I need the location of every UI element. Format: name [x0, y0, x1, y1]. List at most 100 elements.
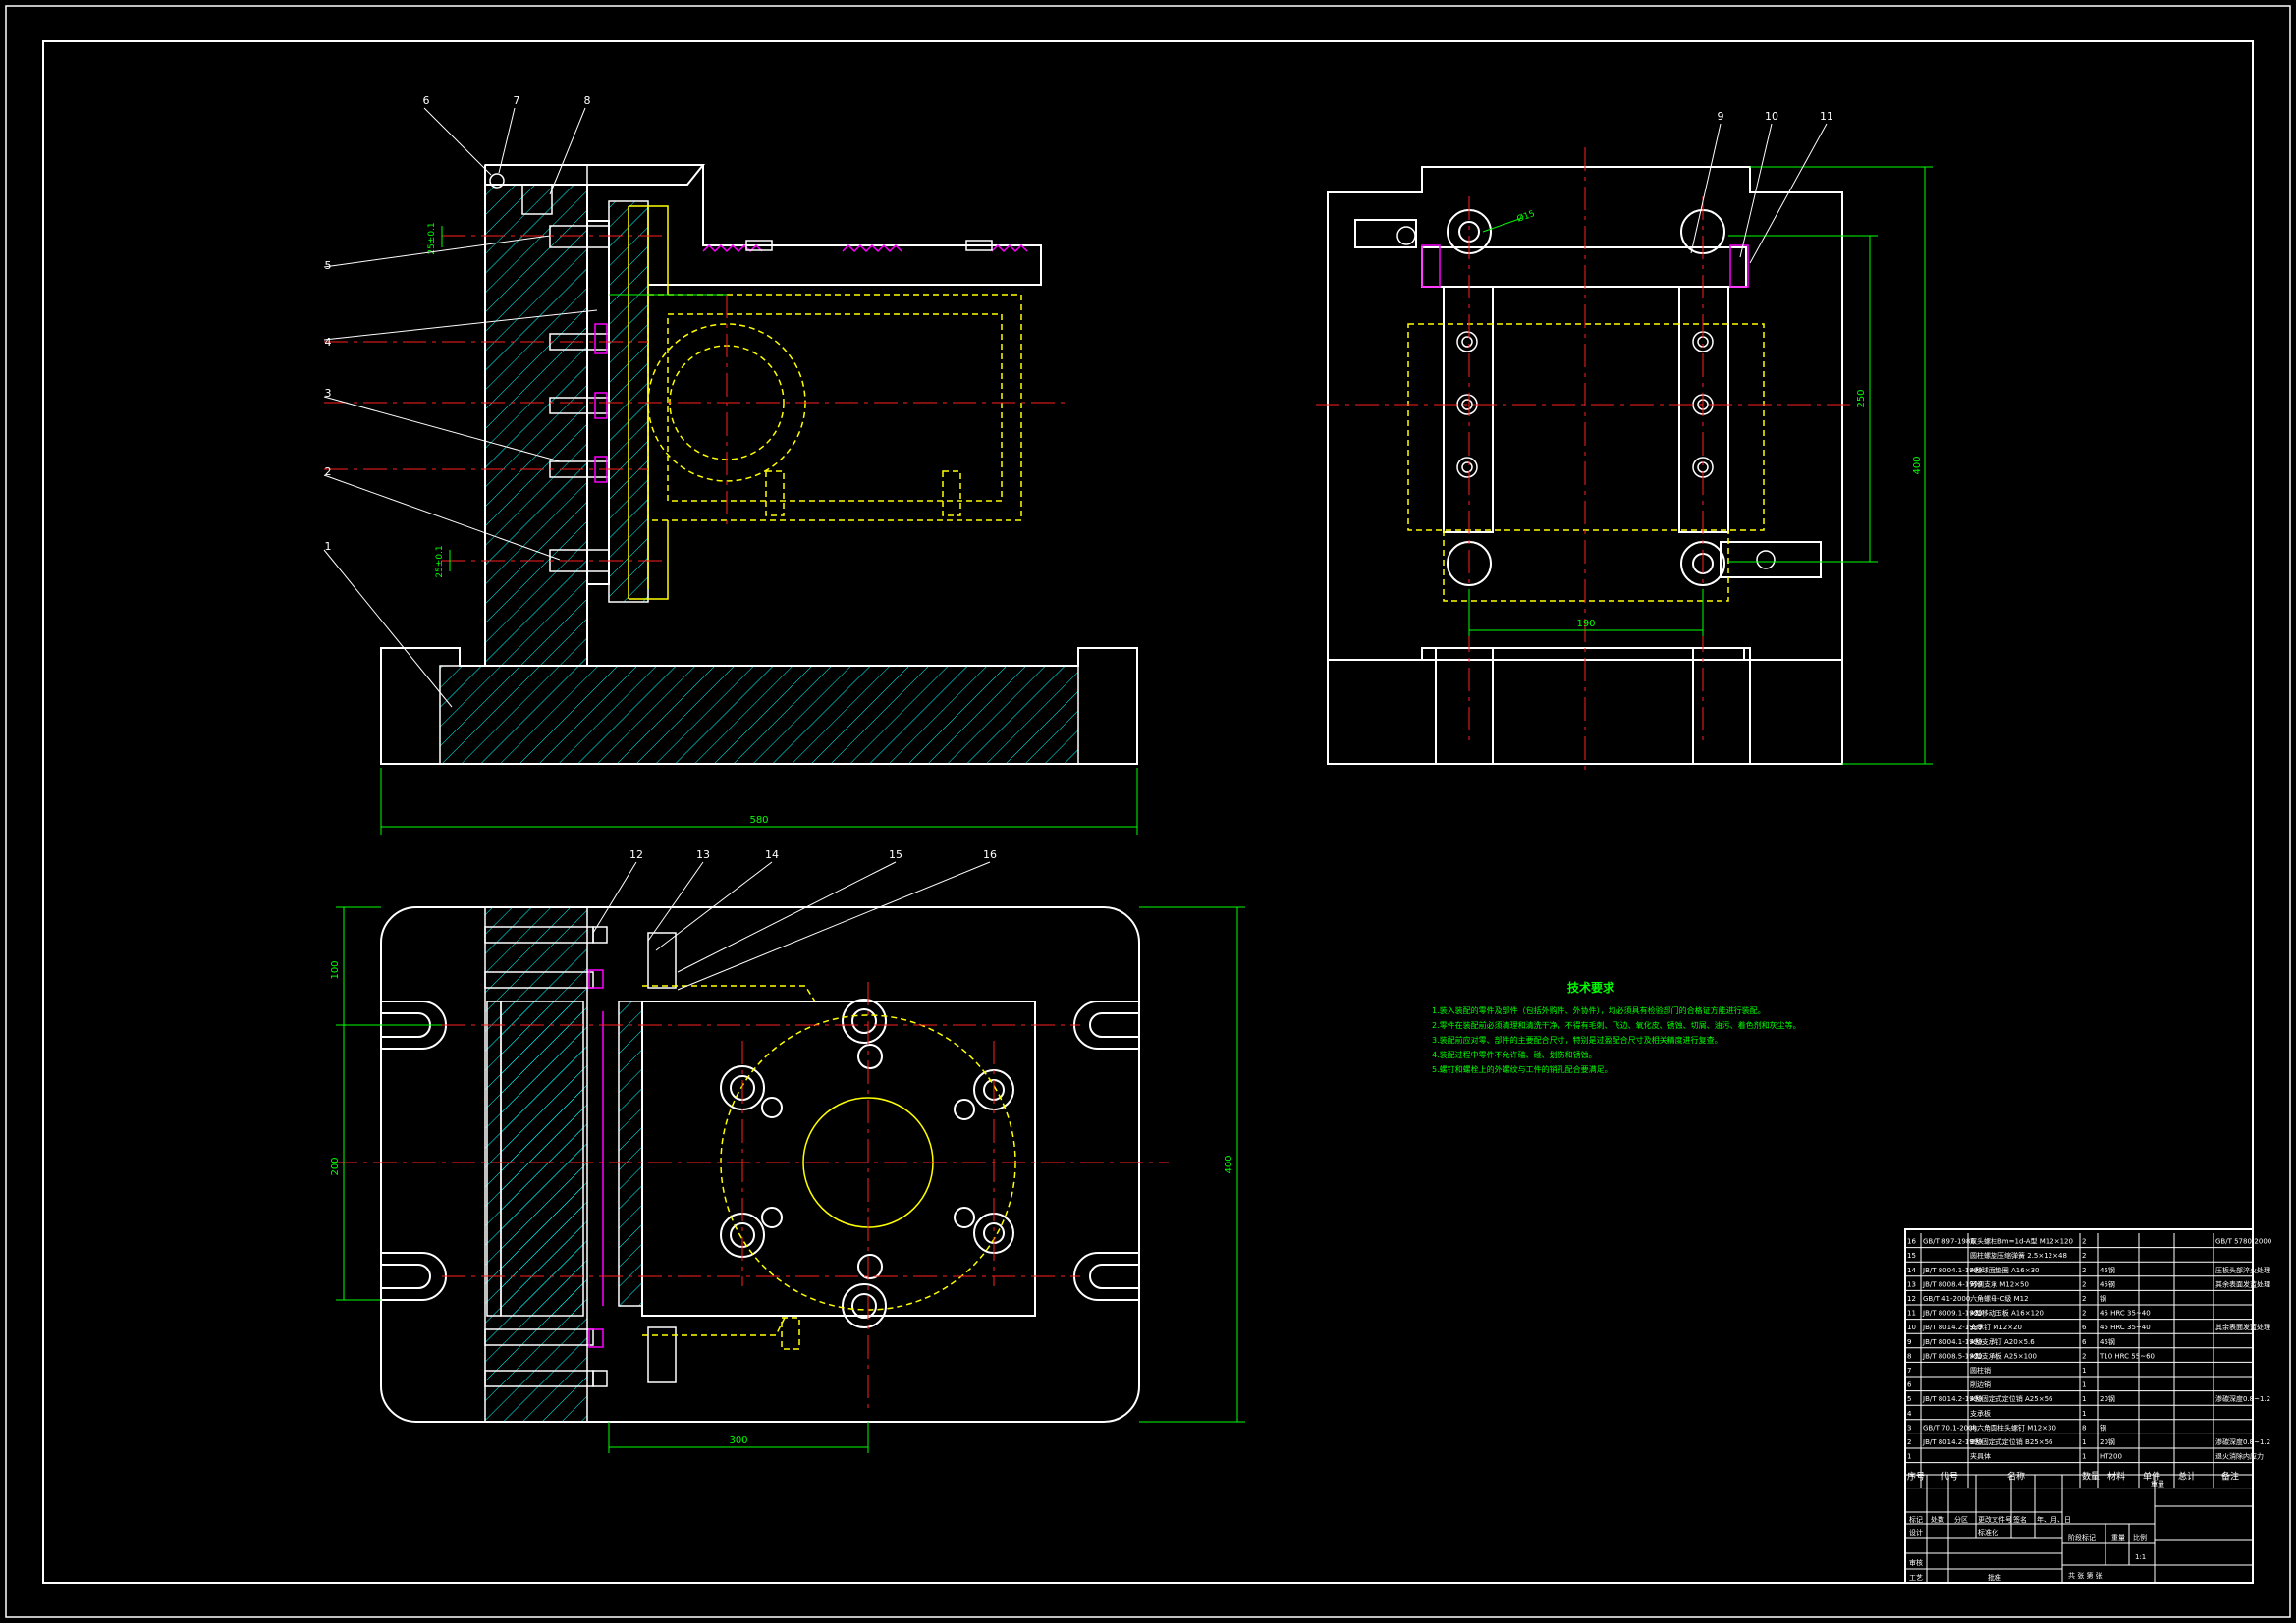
side-workpiece-hidden: [1407, 323, 1765, 602]
tb-weight: 重量: [2111, 1534, 2125, 1542]
tb-zone: 分区: [1954, 1515, 1968, 1524]
top-view: 400 300 100 200 12 13 14 15 16: [330, 848, 1245, 1453]
bom-cell-no: 8: [1907, 1352, 1911, 1360]
bottom-left-dim-b: 200: [330, 1157, 341, 1175]
balloon-6: 6: [423, 94, 430, 107]
top-dimensions: 400 300 100 200: [330, 906, 1245, 1453]
tb-count: 处数: [1931, 1515, 1944, 1524]
front-leaders: [323, 107, 598, 708]
bom-cell-code: JB/T 8014.2-1999: [1922, 1324, 1983, 1331]
bom-cell-no: 15: [1907, 1252, 1916, 1260]
bom-cell-name: 支承钉 M12×20: [1970, 1323, 2022, 1331]
bom-cell-code: JB/T 8008.5-1999: [1922, 1352, 1983, 1360]
bom-cell-qty: 1: [2082, 1410, 2086, 1418]
tb-scale-value: 1:1: [2135, 1553, 2146, 1561]
bom-cell-no: 12: [1907, 1295, 1916, 1303]
notes-title: 技术要求: [1567, 980, 1615, 995]
bom-cell-name: A型移动压板 A16×120: [1970, 1309, 2044, 1318]
balloon-5: 5: [325, 259, 332, 272]
bom-cell-mat: 钢: [2100, 1294, 2106, 1303]
front-balloons: 6 7 8 5 4 3 2 1: [325, 94, 591, 553]
bottom-left-dim-a: 100: [330, 960, 341, 979]
bom-header-remark: 备注: [2221, 1471, 2239, 1483]
balloon-3: 3: [325, 387, 332, 400]
bom-cell-qty: 2: [2082, 1280, 2086, 1288]
bom-cell-code: JB/T 8008.4-1999: [1922, 1280, 1983, 1288]
note-line-2: 2.零件在装配前必须清理和清洗干净，不得有毛刺、飞边、氧化皮、锈蚀、切屑、油污、…: [1432, 1020, 1801, 1030]
tb-stage: 阶段标记: [2068, 1533, 2096, 1542]
bom-cell-no: 10: [1907, 1324, 1916, 1331]
bom-cell-remark: 渗碳深度0.8~1.2: [2215, 1394, 2270, 1403]
tb-review: 审核: [1909, 1558, 1923, 1567]
balloon-13: 13: [696, 848, 710, 861]
bom-cell-remark: 其余表面发蓝处理: [2215, 1323, 2270, 1331]
pin-7: [489, 173, 505, 189]
bom-cell-code: JB/T 8004.1-1999: [1922, 1338, 1983, 1346]
top-screws: [484, 926, 677, 1387]
bom-cell-qty: 6: [2082, 1338, 2087, 1346]
front-view: 580 25±0.1 25±0.1 6 7 8 5 4 3 2 1: [323, 94, 1138, 835]
bom-cell-no: 1: [1907, 1453, 1911, 1461]
bom-cell-remark: 其余表面发蓝处理: [2215, 1279, 2270, 1288]
bom-cell-qty: 1: [2082, 1438, 2086, 1446]
bom-cell-code: JB/T 8014.2-1999: [1922, 1395, 1983, 1403]
bom-cell-name: 双头螺柱Bm=1d-A型 M12×120: [1970, 1237, 2073, 1246]
pad-serrations: [702, 243, 1028, 253]
bom-cell-mat: HT200: [2100, 1453, 2122, 1461]
side-body: [1327, 166, 1843, 765]
slot-top-dim: 25±0.1: [427, 222, 437, 254]
base-section-hatch: [439, 665, 1079, 765]
bom-cell-qty: 2: [2082, 1252, 2086, 1260]
side-leaders: [1690, 123, 1828, 264]
bom-cell-no: 14: [1907, 1267, 1916, 1274]
bom-cell-qty: 2: [2082, 1295, 2086, 1303]
bom-header-weight: 重量: [2151, 1481, 2164, 1488]
bom-cell-qty: 1: [2082, 1395, 2086, 1403]
bom-cell-qty: 1: [2082, 1453, 2086, 1461]
tb-process: 工艺: [1909, 1574, 1923, 1582]
tb-mark: 标记: [1909, 1515, 1923, 1524]
tb-date: 年、月、日: [2037, 1515, 2071, 1524]
base-length-dim: 580: [749, 815, 768, 826]
bom-cell-name: A型支承板 A25×100: [1970, 1351, 2037, 1360]
bom-cell-mat: 45 HRC 35~40: [2100, 1310, 2151, 1318]
balloon-15: 15: [889, 848, 902, 861]
bom-cell-name: 可调支承 M12×50: [1970, 1279, 2029, 1288]
technical-requirements: 技术要求 1.装入装配的零件及部件（包括外购件、外协件），均必须具有检验部门的合…: [1432, 980, 1801, 1074]
balloon-10: 10: [1765, 110, 1778, 123]
bottom-height-dim: 400: [1224, 1155, 1234, 1173]
bom-cell-qty: 2: [2082, 1238, 2086, 1246]
bom-cell-name: B型固定式定位销 B25×56: [1970, 1437, 2053, 1446]
bom-cell-qty: 1: [2082, 1381, 2086, 1389]
bom-cell-code: JB/T 8004.1-1999: [1922, 1267, 1983, 1274]
bom-cell-code: GB/T 70.1-2008: [1923, 1424, 1977, 1432]
note-line-3: 3.装配前应对零、部件的主要配合尺寸，特别是过盈配合尺寸及相关精度进行复查。: [1432, 1035, 1722, 1045]
bom-cell-name: A型球面垫圈 A16×30: [1970, 1266, 2039, 1274]
bom-cell-qty: 1: [2082, 1367, 2086, 1375]
bom-cell-name: 圆柱销: [1970, 1366, 1991, 1375]
bom-cell-mat: 20钢: [2100, 1394, 2115, 1403]
bom-cell-name: 支承板: [1970, 1409, 1991, 1418]
tb-sheet: 共 张 第 张: [2068, 1571, 2103, 1580]
bom-header-qty: 数量: [2082, 1471, 2100, 1483]
right-height-dim: 400: [1912, 456, 1923, 474]
sheet-frame: [5, 5, 2291, 1618]
workpiece-top: [641, 1001, 1036, 1317]
bom-cell-qty: 2: [2082, 1267, 2086, 1274]
balloon-2: 2: [325, 465, 332, 478]
bom-cell-no: 2: [1907, 1438, 1911, 1446]
side-view: 400 250 190 Ø15 9 10 11: [1316, 110, 1933, 776]
bom-cell-qty: 6: [2082, 1324, 2087, 1331]
top-base-outline: [380, 906, 1140, 1423]
note-line-4: 4.装配过程中零件不允许磕、碰、划伤和锈蚀。: [1432, 1050, 1597, 1059]
bom-cell-qty: 2: [2082, 1310, 2086, 1318]
note-line-1: 1.装入装配的零件及部件（包括外购件、外协件），均必须具有检验部门的合格证方能进…: [1432, 1005, 1766, 1015]
upright-section-hatch: [484, 184, 588, 667]
tb-sign: 签名: [2013, 1515, 2027, 1524]
bom-header-name: 名称: [2007, 1471, 2025, 1483]
balloon-7: 7: [514, 94, 520, 107]
top-leaders: [592, 861, 991, 991]
right-width-dim: 190: [1576, 619, 1595, 629]
